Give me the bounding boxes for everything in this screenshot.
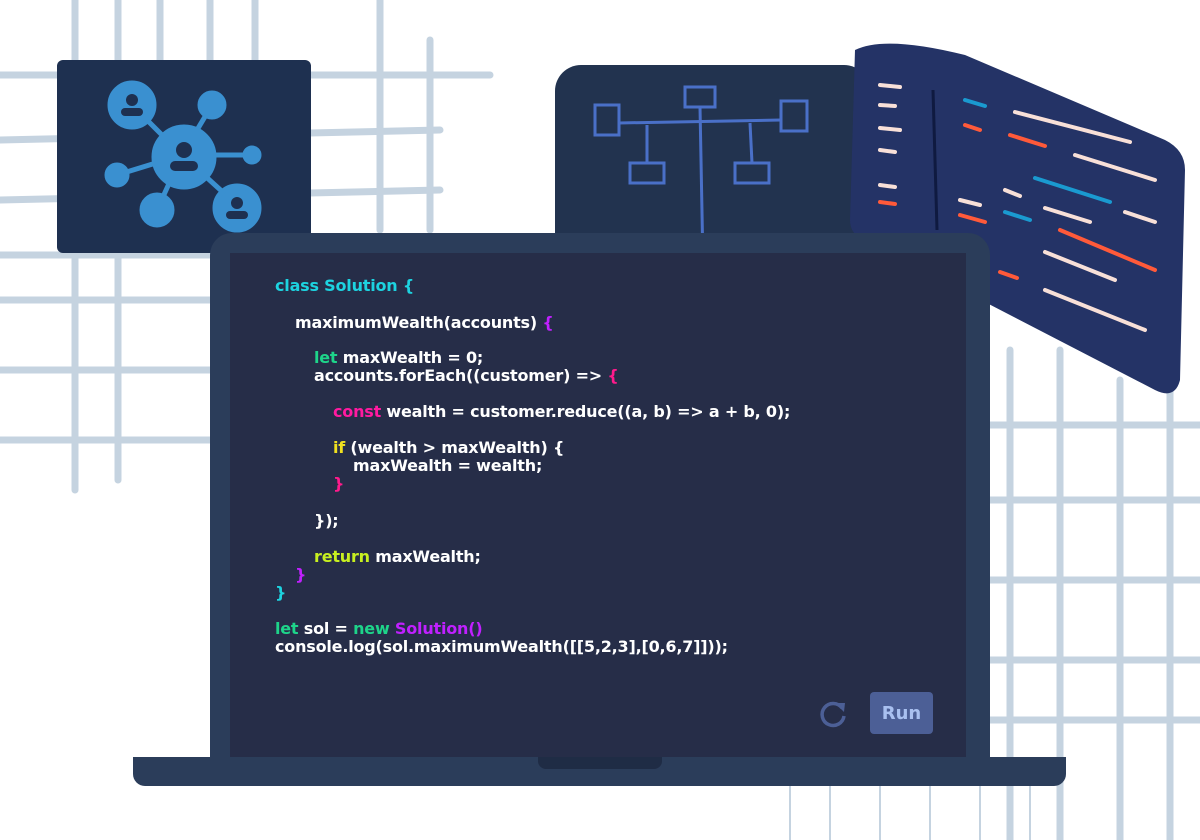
code-token: class Solution { bbox=[275, 276, 415, 295]
code-line: }); bbox=[314, 511, 339, 530]
code-line: let maxWealth = 0; bbox=[314, 348, 483, 367]
code-line: } bbox=[295, 565, 306, 584]
code-token: (wealth > maxWealth) { bbox=[345, 438, 565, 457]
code-token: let bbox=[314, 348, 338, 367]
code-line: } bbox=[275, 583, 286, 602]
code-line: return maxWealth; bbox=[314, 547, 481, 566]
laptop-notch bbox=[538, 757, 662, 769]
code-token: let bbox=[275, 619, 299, 638]
code-token: maxWealth = wealth; bbox=[353, 456, 543, 475]
code-illustration-panel bbox=[850, 43, 1185, 394]
code-token: } bbox=[333, 474, 345, 493]
code-token: if bbox=[333, 438, 346, 457]
code-token: maximumWealth(accounts) bbox=[295, 313, 543, 332]
code-token: console.log(sol.maximumWealth([[5,2,3],[… bbox=[275, 637, 728, 656]
code-token: } bbox=[295, 565, 307, 584]
code-token: Solution() bbox=[389, 619, 483, 638]
code-token: sol = bbox=[298, 619, 354, 638]
code-line: accounts.forEach((customer) => { bbox=[314, 366, 619, 385]
code-line: maximumWealth(accounts) { bbox=[295, 313, 554, 332]
code-token: new bbox=[353, 619, 390, 638]
run-button[interactable]: Run bbox=[870, 692, 933, 734]
code-line: maxWealth = wealth; bbox=[353, 456, 542, 475]
network-illustration-panel bbox=[57, 60, 311, 253]
code-line: const wealth = customer.reduce((a, b) =>… bbox=[333, 402, 790, 421]
code-token: return bbox=[314, 547, 370, 566]
code-token: }); bbox=[314, 511, 339, 530]
code-token: { bbox=[607, 366, 619, 385]
code-editor[interactable] bbox=[230, 253, 966, 757]
code-line: if (wealth > maxWealth) { bbox=[333, 438, 564, 457]
diagram-illustration-panel bbox=[555, 65, 870, 266]
code-line: console.log(sol.maximumWealth([[5,2,3],[… bbox=[275, 637, 728, 656]
code-token: { bbox=[542, 313, 554, 332]
code-token: wealth = customer.reduce((a, b) => a + b… bbox=[381, 402, 791, 421]
code-token: maxWealth = 0; bbox=[337, 348, 484, 367]
code-token: } bbox=[275, 583, 287, 602]
code-token: accounts.forEach((customer) => bbox=[314, 366, 608, 385]
reload-icon[interactable] bbox=[818, 699, 848, 729]
code-line: } bbox=[333, 474, 344, 493]
code-line: class Solution { bbox=[275, 276, 414, 295]
code-line: let sol = new Solution() bbox=[275, 619, 483, 638]
user-network-icon bbox=[104, 80, 262, 233]
code-token: const bbox=[333, 402, 382, 421]
code-token: maxWealth; bbox=[369, 547, 481, 566]
